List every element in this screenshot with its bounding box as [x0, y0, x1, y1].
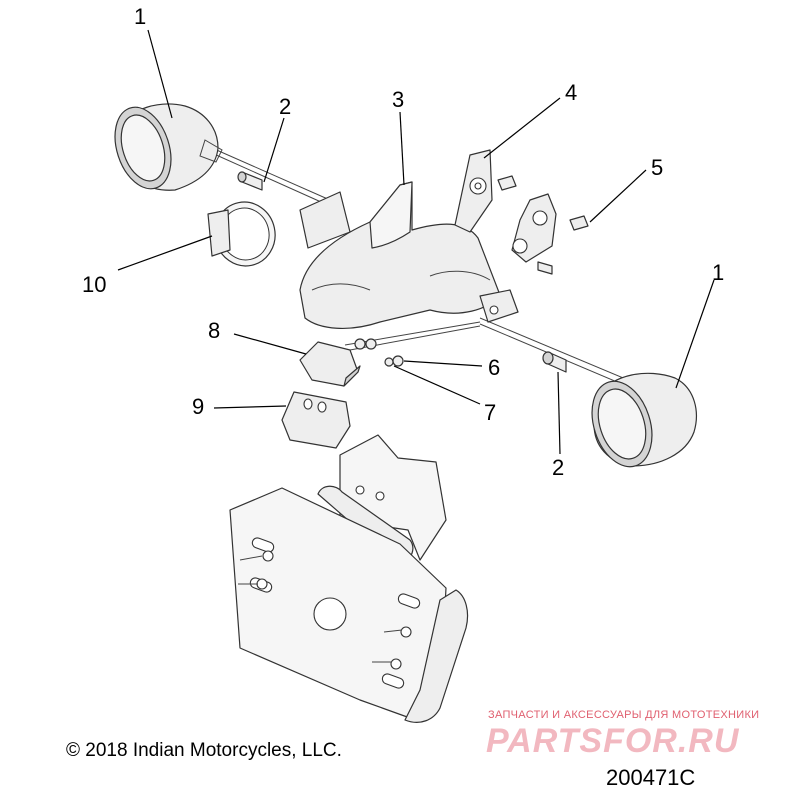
flange-nuts: [497, 175, 589, 231]
license-lamp-lens: [281, 391, 351, 449]
callout-1-right: 1: [712, 260, 724, 285]
washers: [354, 338, 404, 367]
callout-5: 5: [651, 155, 663, 180]
license-plate-bracket: [229, 434, 469, 723]
callout-3: 3: [392, 87, 404, 112]
fender-bracket: [299, 181, 519, 329]
bolt-right: [542, 351, 567, 373]
bolt-left: [237, 171, 263, 191]
callout-7: 7: [484, 400, 496, 425]
callout-4: 4: [565, 80, 577, 105]
watermark-tagline: ЗАПЧАСТИ И АКСЕССУАРЫ ДЛЯ МОТОТЕХНИКИ: [488, 709, 759, 721]
callout-1-left: 1: [134, 4, 146, 29]
turn-signal-lamp-right: [591, 372, 697, 468]
callout-labels: 1 2 3 4 5 10 1 8 6 7 9 2: [82, 4, 724, 480]
callout-8: 8: [208, 318, 220, 343]
leader-lines: [117, 29, 715, 455]
license-lamp-housing: [299, 341, 361, 387]
turn-signal-lamp-left: [114, 103, 223, 191]
callout-9: 9: [192, 394, 204, 419]
cable-clamp: [207, 201, 276, 267]
mounting-bracket: [454, 149, 557, 275]
watermark: ЗАПЧАСТИ И АКСЕССУАРЫ ДЛЯ МОТОТЕХНИКИ PA…: [486, 709, 759, 760]
callout-10: 10: [82, 272, 106, 297]
watermark-logo: PARTSFOR.RU: [486, 722, 740, 760]
callout-2-bottom: 2: [552, 455, 564, 480]
diagram-code: 200471C: [606, 765, 695, 790]
callout-6: 6: [488, 355, 500, 380]
copyright-notice: © 2018 Indian Motorcycles, LLC.: [66, 740, 342, 761]
callout-2-top: 2: [279, 94, 291, 119]
